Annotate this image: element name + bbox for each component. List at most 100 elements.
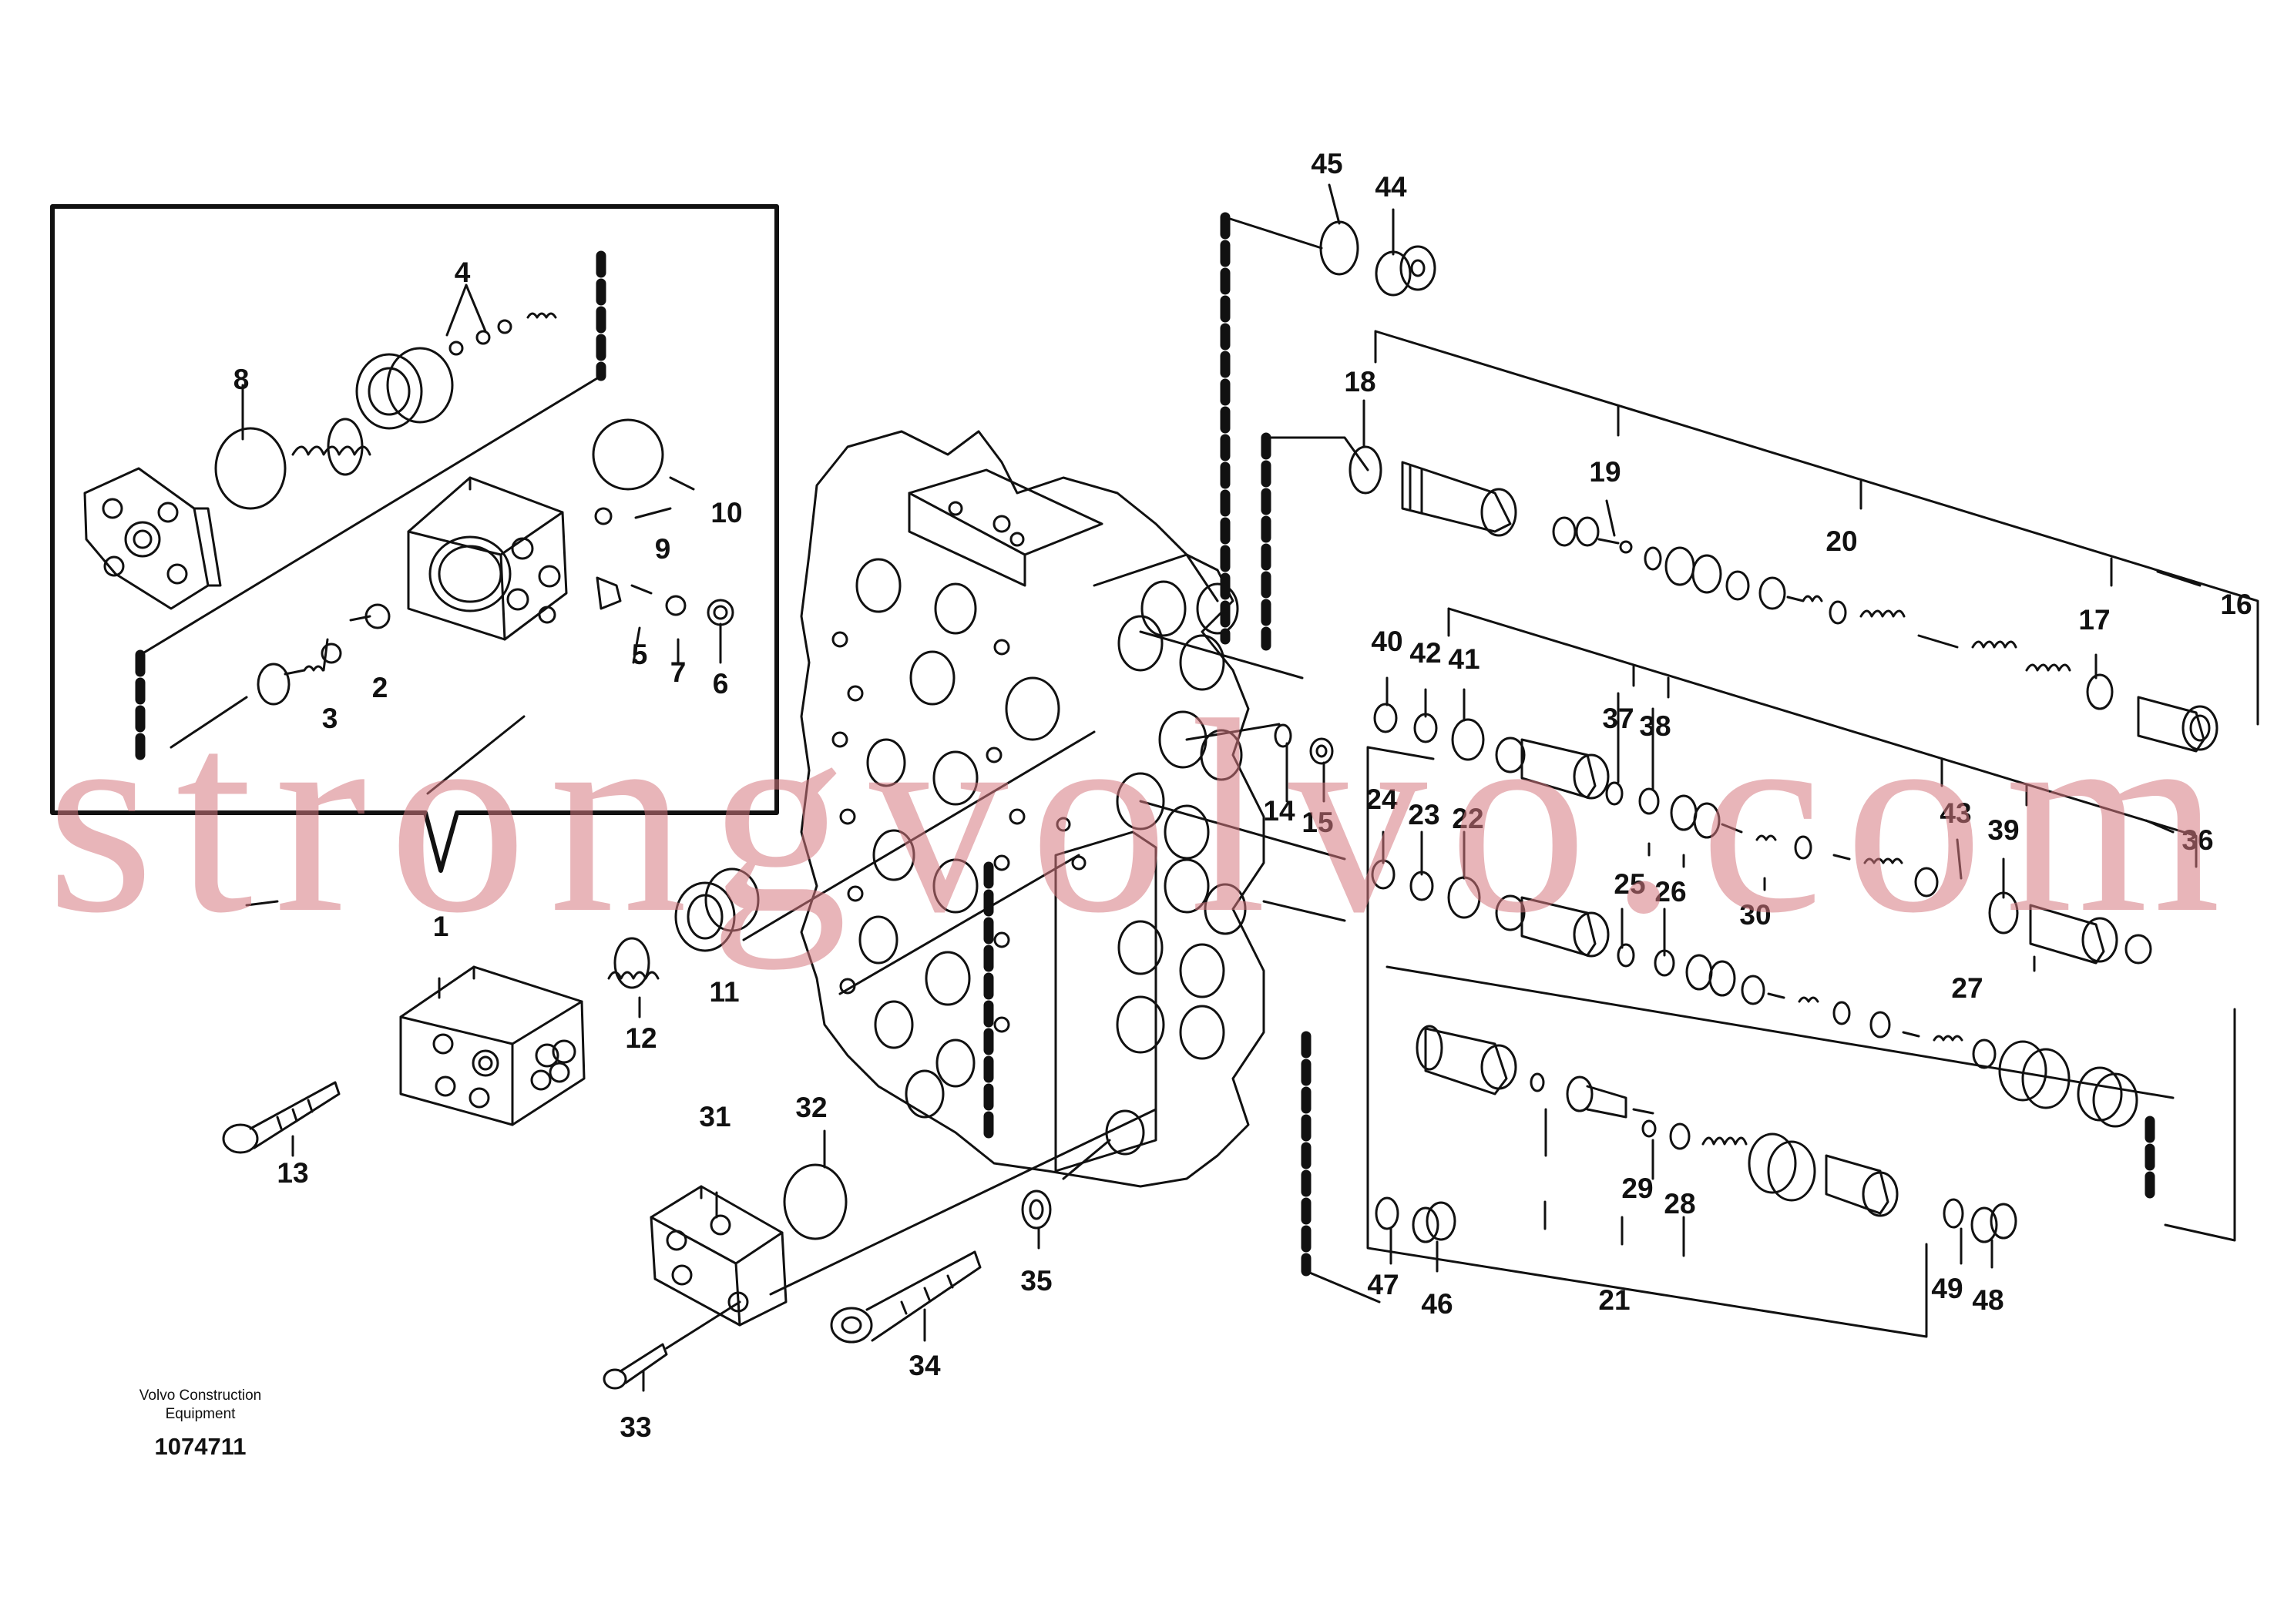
frame-43-group [1447, 607, 2198, 868]
label-16: 16 [2220, 589, 2252, 620]
label-38: 38 [1639, 710, 1671, 742]
part-35-washer [1021, 1189, 1052, 1230]
part-34-bolt [830, 1250, 982, 1344]
brand-line-1: Volvo Construction [139, 1387, 262, 1404]
label-39: 39 [1987, 814, 2019, 846]
part-32 [783, 1163, 848, 1240]
part-38 [1638, 787, 1660, 815]
o-ring-8 [214, 427, 287, 510]
part-28-plug [1748, 1132, 1899, 1217]
part-42 [1413, 713, 1438, 743]
label-36: 36 [2181, 824, 2213, 856]
drawing-caption: Volvo Construction Equipment 1074711 [85, 1387, 316, 1462]
label-5: 5 [632, 639, 648, 670]
part-22-valve [1495, 894, 1610, 958]
sleeve-detail [355, 347, 454, 430]
part-14-15 [1274, 723, 1334, 765]
drawing-number: 1074711 [154, 1433, 247, 1460]
label-48: 48 [1972, 1284, 2003, 1316]
label-31: 31 [699, 1101, 731, 1132]
label-41: 41 [1448, 643, 1480, 675]
label-26: 26 [1654, 876, 1686, 908]
label-4: 4 [455, 257, 471, 288]
label-21: 21 [1598, 1284, 1630, 1316]
part-31-cover [650, 1185, 788, 1327]
label-27: 27 [1951, 972, 1983, 1004]
part-30-spool [1685, 954, 1997, 1069]
part-43-spool [1670, 794, 1939, 898]
part-46 [1412, 1201, 1456, 1243]
label-9: 9 [655, 533, 671, 565]
part-13-bolt [222, 1081, 341, 1154]
label-24: 24 [1365, 783, 1398, 815]
label-47: 47 [1367, 1269, 1399, 1300]
label-19: 19 [1589, 456, 1621, 488]
label-35: 35 [1020, 1265, 1052, 1297]
label-30: 30 [1739, 899, 1771, 931]
label-12: 12 [625, 1022, 657, 1054]
label-1: 1 [433, 911, 449, 942]
part-16 [2137, 696, 2218, 753]
part-41-valve [1495, 737, 1610, 800]
cover-plate-detail [83, 467, 222, 610]
label-44: 44 [1375, 171, 1407, 203]
spring-detail [291, 418, 371, 476]
part-36-plug [2029, 904, 2152, 965]
part-18-plug [1401, 461, 1517, 537]
label-45: 45 [1311, 148, 1342, 180]
label-20: 20 [1825, 525, 1857, 557]
label-49: 49 [1931, 1273, 1963, 1304]
part-29-spool [1566, 1075, 1654, 1119]
label-11: 11 [709, 976, 739, 1008]
part-21-valve [1416, 1025, 1517, 1096]
valve-block-detail [407, 476, 568, 641]
label-10: 10 [710, 497, 742, 528]
label-13: 13 [277, 1157, 308, 1189]
brand-line-2: Equipment [165, 1406, 236, 1422]
label-23: 23 [1408, 799, 1439, 830]
o-ring-9 [594, 507, 613, 525]
label-25: 25 [1614, 868, 1645, 900]
label-6: 6 [713, 668, 729, 700]
label-29: 29 [1621, 1173, 1653, 1204]
label-28: 28 [1664, 1188, 1695, 1220]
label-46: 46 [1421, 1288, 1453, 1320]
part-40 [1373, 703, 1398, 733]
part-41 [1451, 718, 1485, 761]
label-32: 32 [795, 1092, 827, 1123]
part-39 [1988, 891, 2019, 934]
part-27 [1998, 1040, 2138, 1128]
part-45 [1319, 220, 1359, 276]
label-3: 3 [322, 703, 338, 734]
part-12-spring [607, 937, 660, 989]
label-18: 18 [1344, 366, 1375, 398]
part-20-spool [1664, 546, 2017, 649]
label-8: 8 [233, 364, 250, 395]
o-ring-10 [592, 418, 664, 491]
frame-21-group [1366, 746, 1928, 1338]
part-18 [1349, 445, 1382, 495]
part-17-spring [2025, 663, 2114, 710]
label-37: 37 [1602, 703, 1634, 734]
part-28-spring [1701, 1136, 1748, 1146]
part-25 [1617, 943, 1635, 968]
label-17: 17 [2078, 604, 2110, 636]
part-49 [1943, 1198, 1964, 1229]
part-47 [1375, 1196, 1399, 1230]
detail-callout-box [50, 204, 779, 873]
label-7: 7 [670, 656, 687, 688]
part-24 [1371, 859, 1396, 890]
label-40: 40 [1371, 626, 1402, 657]
part-37 [1605, 781, 1624, 806]
label-43: 43 [1940, 797, 1971, 829]
part-48 [1970, 1203, 2017, 1243]
part-labels: 1 2 3 4 5 6 7 8 9 10 11 12 13 14 15 16 1… [233, 148, 2252, 1443]
spool-detail [170, 576, 734, 749]
part-22 [1447, 876, 1481, 919]
part-33-bolt [603, 1343, 668, 1390]
part-19 [1552, 516, 1633, 554]
label-2: 2 [372, 672, 388, 703]
label-42: 42 [1409, 637, 1441, 669]
